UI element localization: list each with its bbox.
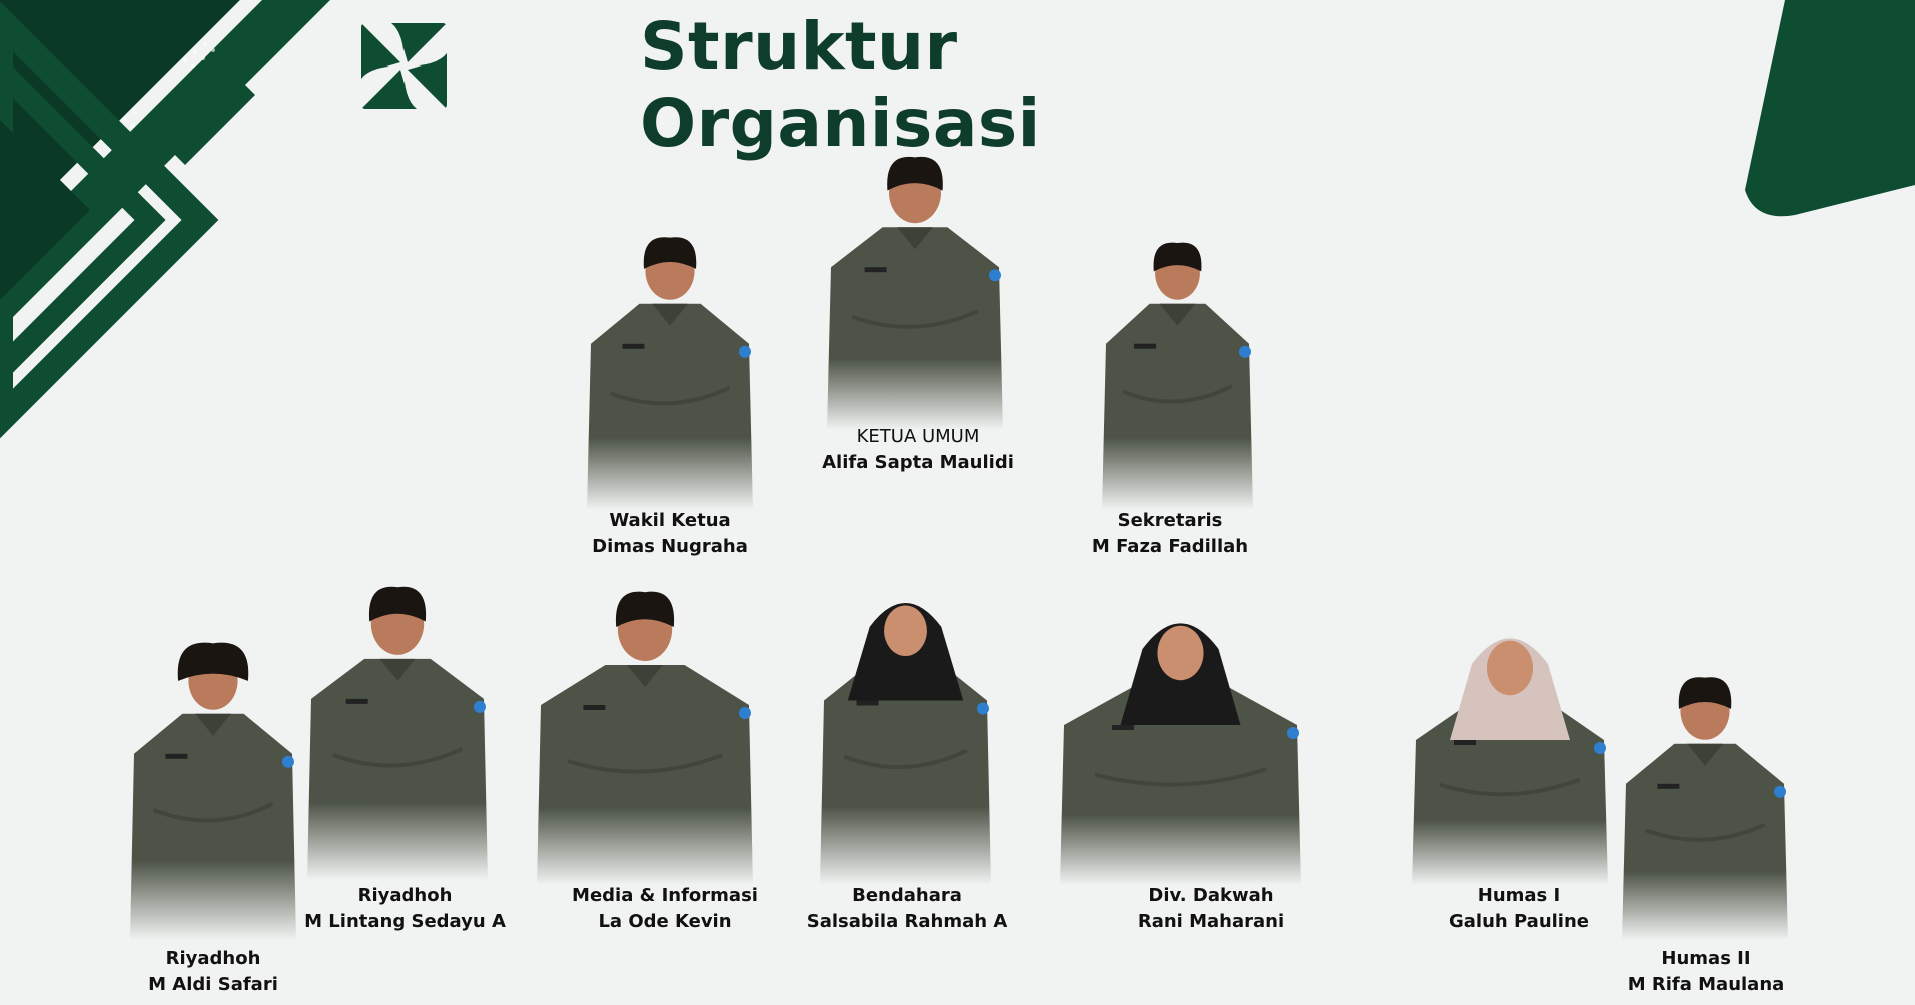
member-card xyxy=(585,230,755,510)
member-card xyxy=(1410,620,1610,885)
member-caption: Sekretaris M Faza Fadillah xyxy=(1040,508,1300,560)
member-name: La Ode Kevin xyxy=(598,911,732,932)
member-photo xyxy=(587,237,753,510)
member-name: Rani Maharani xyxy=(1137,911,1285,932)
member-caption: Humas I Galuh Pauline xyxy=(1389,883,1649,935)
member-photo xyxy=(820,602,991,885)
member-caption: Humas II M Rifa Maulana xyxy=(1576,946,1836,998)
member-role: Div. Dakwah xyxy=(1148,885,1274,906)
member-name: M Aldi Safari xyxy=(148,974,278,995)
page-title: Struktur Organisasi xyxy=(640,8,1041,162)
member-card xyxy=(1620,670,1790,940)
member-photo xyxy=(1412,638,1608,885)
member-photo xyxy=(1102,242,1253,510)
member-name: M Rifa Maulana xyxy=(1627,974,1785,995)
member-caption: Riyadhoh M Lintang Sedayu A xyxy=(275,883,535,935)
member-photo xyxy=(130,642,296,940)
member-photo xyxy=(537,591,753,885)
member-card xyxy=(1058,605,1303,885)
member-caption: KETUA UMUM Alifa Sapta Maulidi xyxy=(788,424,1048,476)
member-role: Bendahara xyxy=(852,885,962,906)
member-role: KETUA UMUM xyxy=(856,426,980,447)
member-name: M Lintang Sedayu A xyxy=(304,911,506,932)
member-caption: Riyadhoh M Aldi Safari xyxy=(83,946,343,998)
member-role: Humas II xyxy=(1661,948,1751,969)
member-role: Humas I xyxy=(1477,885,1561,906)
clover-star-icon xyxy=(361,23,447,109)
member-role: Wakil Ketua xyxy=(609,510,731,531)
member-name: Alifa Sapta Maulidi xyxy=(822,452,1014,473)
member-card xyxy=(128,640,298,940)
member-name: Galuh Pauline xyxy=(1448,911,1590,932)
member-role: Riyadhoh xyxy=(357,885,453,906)
member-photo xyxy=(1622,677,1788,940)
corner-decoration-top-left xyxy=(0,0,345,439)
member-card xyxy=(535,585,755,885)
member-name: M Faza Fadillah xyxy=(1091,536,1249,557)
member-role: Riyadhoh xyxy=(165,948,261,969)
member-role: Sekretaris xyxy=(1117,510,1223,531)
member-card xyxy=(818,585,993,885)
member-caption: Media & Informasi La Ode Kevin xyxy=(535,883,795,935)
member-card xyxy=(305,580,490,880)
member-photo xyxy=(307,586,488,880)
member-photo xyxy=(1060,623,1301,885)
member-role: Media & Informasi xyxy=(572,885,758,906)
member-photo xyxy=(827,156,1003,430)
member-name: Dimas Nugraha xyxy=(592,536,748,557)
corner-decoration-top-right xyxy=(1745,0,1915,217)
member-name: Salsabila Rahmah A xyxy=(806,911,1008,932)
member-card xyxy=(825,150,1005,430)
member-card xyxy=(1100,235,1255,510)
